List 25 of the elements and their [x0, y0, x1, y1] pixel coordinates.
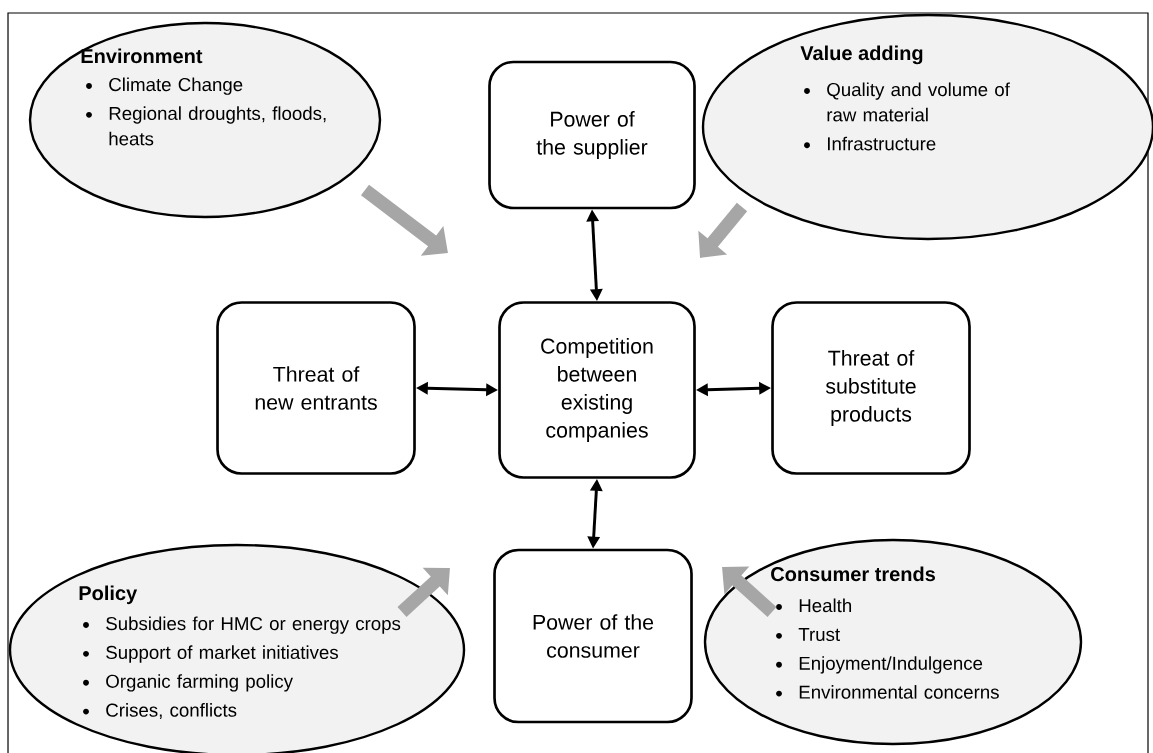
force-box: Power of the consumer — [493, 548, 693, 724]
bullet-item: Climate Change — [86, 77, 243, 95]
force-box: Competition between existing companies — [498, 301, 696, 479]
force-box: Threat of substitute products — [771, 301, 971, 475]
factor-ellipse — [28, 21, 382, 219]
ellipse-heading: Consumer trends — [771, 566, 935, 582]
factor-ellipse — [701, 13, 1153, 241]
bullet-item: Regional droughts, floods, heats — [86, 106, 326, 146]
bullet-item: Environmental concerns — [776, 685, 999, 699]
bullet-item: Quality and volume of raw material — [804, 82, 1010, 122]
force-box: Threat of new entrants — [216, 301, 416, 475]
bullet-item: Enjoyment/Indulgence — [776, 656, 983, 674]
bullet-item: Support of market initiatives — [83, 645, 338, 663]
bullet-item: Crises, conflicts — [83, 703, 237, 719]
ellipse-heading: Environment — [81, 48, 203, 64]
bullet-item: Infrastructure — [804, 136, 936, 151]
factor-ellipse — [703, 538, 1083, 746]
ellipse-heading: Policy — [79, 585, 138, 605]
ellipse-heading: Value adding — [800, 45, 923, 65]
bullet-item: Subsidies for HMC or energy crops — [83, 616, 401, 634]
bullet-item: Organic farming policy — [83, 674, 293, 692]
bullet-item: Trust — [776, 628, 840, 642]
factor-ellipse — [8, 543, 466, 753]
force-box: Power of the supplier — [488, 60, 696, 210]
bullet-item: Health — [776, 598, 851, 613]
